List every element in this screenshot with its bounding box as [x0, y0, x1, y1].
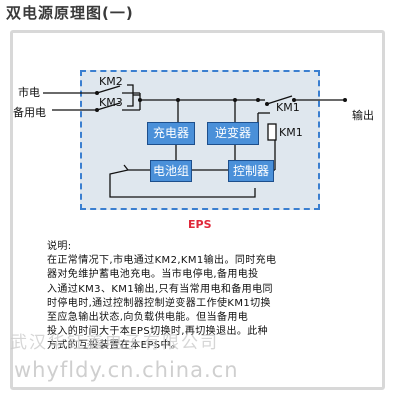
content-frame — [10, 30, 385, 390]
description-line: 方式的互投装置在本EPS中。 — [47, 340, 182, 352]
output-label: 输出 — [352, 109, 374, 122]
description-line: 器对免维护蓄电池充电。当市电停电,备用电投 — [47, 269, 259, 281]
description-line: 投入的时间大于本EPS切换时,再切换退出。此种 — [47, 326, 269, 338]
page-title: 双电源原理图(一) — [6, 4, 134, 22]
description: 说明: 在正常情况下,市电通过KM2,KM1输出。同时充电 器对免维护蓄电池充电… — [47, 240, 327, 354]
eps-label: EPS — [188, 218, 212, 231]
description-line: 入通过KM3、KM1输出,只有当常用电和备用电同 — [47, 283, 273, 295]
mains-label: 市电 — [18, 86, 40, 99]
km1-switch-label: KM1 — [276, 101, 300, 114]
km1-coil-label: KM1 — [279, 126, 303, 139]
charger-box: 充电器 — [147, 122, 195, 145]
battery-box: 电池组 — [150, 160, 192, 182]
km2-label: KM2 — [99, 75, 123, 88]
watermark-company: 武汉华钰鑫电子有限公司 — [10, 333, 219, 353]
description-line: 至应急输出状态,向负载供电能。但当备用电 — [47, 312, 249, 324]
description-heading: 说明: — [47, 241, 72, 252]
controller-box: 控制器 — [228, 160, 274, 182]
inverter-box: 逆变器 — [207, 122, 259, 145]
description-line: 时停电时,通过控制器控制逆变器工作使KM1切换 — [47, 297, 271, 309]
description-line: 在正常情况下,市电通过KM2,KM1输出。同时充电 — [47, 255, 277, 267]
km3-label: KM3 — [99, 96, 123, 109]
watermark-url: whyfldy.cn.china.cn — [14, 358, 239, 382]
backup-label: 备用电 — [13, 106, 46, 119]
eps-panel — [80, 70, 320, 210]
